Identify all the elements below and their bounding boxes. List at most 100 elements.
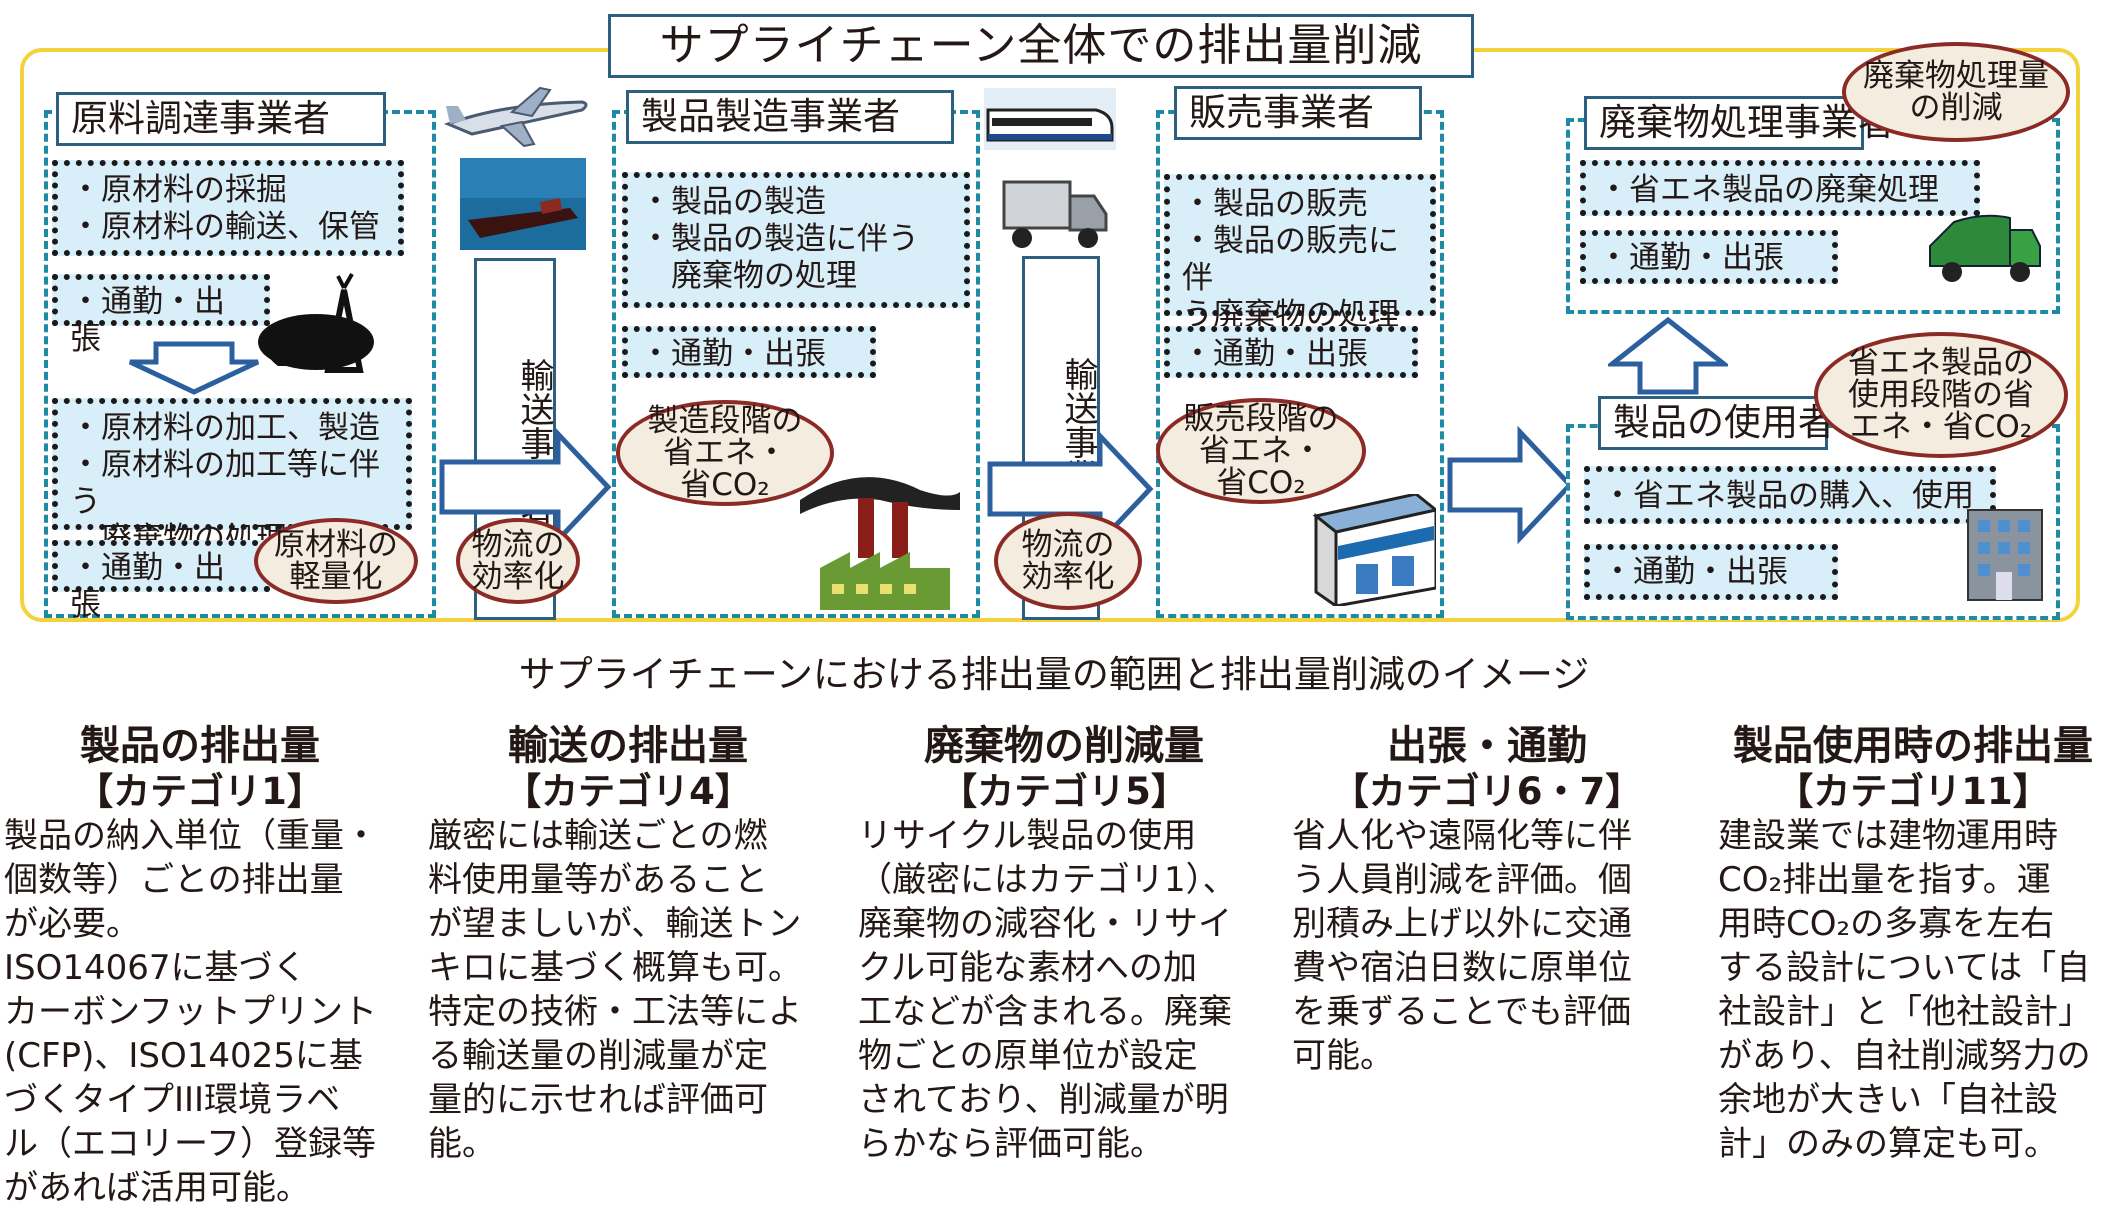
body-line: が望ましいが、輸送トン [428, 904, 802, 944]
box-line: ・製品の製造に伴う [640, 221, 919, 257]
ellipse-line: 効率化 [471, 559, 565, 595]
ellipse-line: 省エネ・ [663, 435, 787, 471]
body-line: 用時CO₂の多寡を左右 [1718, 904, 2055, 944]
raw-material-title: 原料調達事業者 [56, 92, 386, 146]
body-line: 個数等）ごとの排出量 [4, 860, 344, 900]
ellipse-line: 省CO₂ [680, 467, 770, 503]
body-line: されており、削減量が明 [858, 1080, 1229, 1120]
ellipse-line: 廃棄物処理量 [1863, 58, 2049, 94]
ellipse-line: エネ・省CO₂ [1849, 409, 2033, 445]
body-line: 計」のみの算定も可。 [1718, 1124, 2058, 1164]
ellipse-line: 省エネ製品の [1848, 345, 2034, 381]
body-line: る輸送量の削減量が定 [428, 1036, 768, 1076]
product-user-box: ・省エネ製品の購入、使用 [1584, 466, 1996, 524]
body-line: 能。 [428, 1124, 496, 1164]
ellipse-line: 効率化 [1021, 559, 1115, 595]
body-line: 省人化や遠隔化等に伴 [1292, 816, 1632, 856]
raw-lightweight-ellipse: 原材料の軽量化 [254, 518, 418, 604]
body-line: リサイクル製品の使用 [858, 816, 1197, 856]
category-title: 製品の排出量 [80, 723, 320, 769]
factory-icon [800, 477, 960, 610]
body-line: カーボンフットプリント [4, 992, 377, 1032]
raw-material-box-1: ・原材料の採掘 ・原材料の輸送、保管 [52, 160, 404, 256]
body-line: 工などが含まれる。廃棄 [858, 992, 1232, 1032]
diagram-title: サプライチェーン全体での排出量削減 [608, 14, 1474, 78]
body-line: があり、自社削減努力の [1718, 1036, 2091, 1076]
body-line: を乗ずることでも評価 [1292, 992, 1631, 1032]
office-building-icon [1967, 509, 2043, 601]
body-line: らかなら評価可能。 [858, 1124, 1164, 1164]
body-line: 建設業では建物運用時 [1718, 816, 2058, 856]
right-arrow-icon [439, 428, 612, 546]
right-arrow-icon [987, 430, 1154, 548]
store-icon [1312, 494, 1436, 606]
body-line: 量的に示せれば評価可 [428, 1080, 768, 1120]
box-line: ・製品の販売 [1182, 186, 1368, 222]
ellipse-line: の削減 [1909, 90, 2003, 126]
category-title: 廃棄物の削減量 [924, 723, 1204, 769]
category-subtitle: 【カテゴリ4】 [504, 770, 752, 813]
train-icon [984, 88, 1116, 150]
category-title: 輸送の排出量 [508, 723, 748, 769]
box-line: ・原材料の輸送、保管 [70, 209, 380, 245]
body-line: クル可能な素材への加 [858, 948, 1197, 988]
body-line: キロに基づく概算も可。 [428, 948, 802, 988]
box-line: ・製品の製造 [640, 184, 826, 220]
ellipse-line: 使用段階の省 [1848, 377, 2034, 413]
ellipse-line: 物流の [1021, 527, 1115, 563]
category-6-7-column: 出張・通勤 【カテゴリ6・7】 省人化や遠隔化等に伴 う人員削減を評価。個 別積… [1292, 722, 1682, 1078]
airplane-icon [443, 86, 588, 148]
body-line: ル（エコリーフ）登録等 [4, 1124, 376, 1164]
ellipse-line: 物流の [471, 527, 565, 563]
body-line: 廃棄物の減容化・リサイ [858, 904, 1232, 944]
right-arrow-icon [1447, 426, 1574, 544]
body-line: 物ごとの原単位が設定 [858, 1036, 1198, 1076]
oil-well-icon [258, 273, 374, 373]
body-line: 社設計」と「他社設計」 [1718, 992, 2092, 1032]
transport-efficiency-ellipse-1: 物流の効率化 [456, 518, 580, 604]
truck-icon [1002, 180, 1108, 248]
ellipse-line: 販売段階の [1183, 401, 1339, 437]
body-line: 製品の納入単位（重量・ [4, 816, 378, 856]
sales-box: ・製品の販売 ・製品の販売に伴 う廃棄物の処理 [1164, 174, 1436, 333]
category-11-column: 製品使用時の排出量 【カテゴリ11】 建設業では建物運用時 CO₂排出量を指す。… [1718, 722, 2108, 1166]
category-title: 製品使用時の排出量 [1733, 723, 2093, 769]
waste-box: ・省エネ製品の廃棄処理 [1580, 160, 1980, 216]
garbage-truck-icon [1929, 214, 2041, 282]
tanker-ship-icon [460, 158, 586, 250]
waste-title: 廃棄物処理事業者 [1584, 96, 1895, 150]
body-line: 特定の技術・工法等によ [428, 992, 802, 1032]
box-line: ・製品の販売に伴 [1182, 223, 1399, 296]
body-line: が必要。 [4, 904, 140, 944]
box-line: 廃棄物の処理 [640, 258, 857, 294]
body-line: (CFP)、ISO14025に基 [4, 1036, 363, 1076]
ellipse-line: 軽量化 [289, 559, 383, 595]
category-subtitle: 【カテゴリ11】 [1776, 770, 2050, 813]
body-line: 厳密には輸送ごとの燃 [428, 816, 768, 856]
waste-commute-box: ・通勤・出張 [1580, 230, 1838, 284]
body-line: 可能。 [1292, 1036, 1394, 1076]
manufacturer-commute-box: ・通勤・出張 [622, 326, 876, 378]
body-line: ISO14067に基づく [4, 948, 307, 988]
waste-reduction-ellipse: 廃棄物処理量の削減 [1842, 42, 2070, 142]
sales-commute-box: ・通勤・出張 [1164, 326, 1418, 378]
body-line: があれば活用可能。 [4, 1168, 310, 1208]
body-line: 料使用量等があること [428, 860, 768, 900]
category-5-column: 廃棄物の削減量 【カテゴリ5】 リサイクル製品の使用 （厳密にはカテゴリ1）、 … [858, 722, 1270, 1166]
use-stage-energy-saving-ellipse: 省エネ製品の使用段階の省エネ・省CO₂ [1814, 332, 2068, 458]
raw-commute-box-2: ・通勤・出張 [52, 540, 270, 623]
manufacturer-title: 製品製造事業者 [626, 90, 954, 144]
raw-commute-box: ・通勤・出張 [52, 274, 270, 357]
category-1-column: 製品の排出量 【カテゴリ1】 製品の納入単位（重量・ 個数等）ごとの排出量 が必… [0, 722, 400, 1210]
category-subtitle: 【カテゴリ1】 [76, 770, 324, 813]
body-line: 費や宿泊日数に原単位 [1292, 948, 1632, 988]
diagram-caption: サプライチェーンにおける排出量の範囲と排出量削減のイメージ [518, 653, 1590, 696]
category-subtitle: 【カテゴリ6・7】 [1331, 770, 1643, 813]
body-line: う人員削減を評価。個 [1292, 860, 1632, 900]
category-4-column: 輸送の排出量 【カテゴリ4】 厳密には輸送ごとの燃 料使用量等があること が望ま… [428, 722, 828, 1166]
product-user-commute-box: ・通勤・出張 [1584, 544, 1838, 600]
body-line: 別積み上げ以外に交通 [1292, 904, 1632, 944]
sales-energy-saving-ellipse: 販売段階の省エネ・省CO₂ [1156, 398, 1366, 504]
ellipse-line: 原材料の [274, 527, 398, 563]
category-title: 出張・通勤 [1387, 723, 1587, 769]
